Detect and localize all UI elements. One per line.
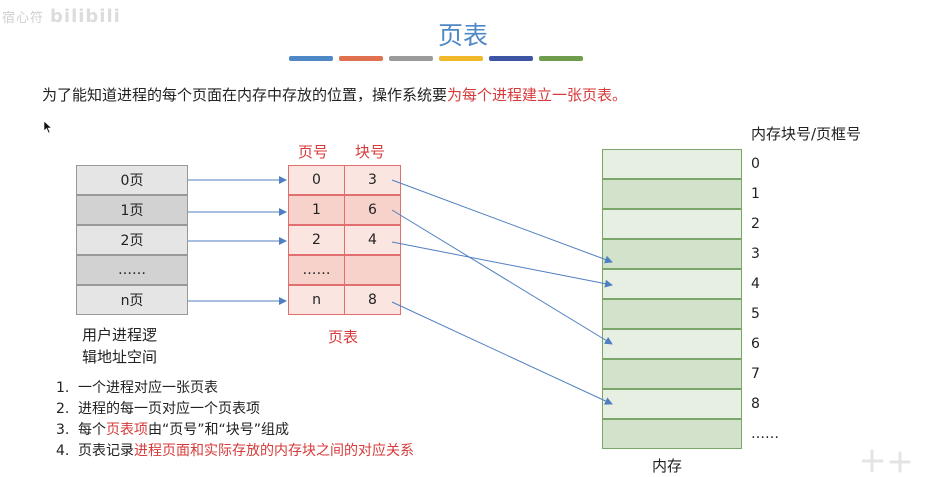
arrow-entry-to-block <box>391 209 613 345</box>
note-highlight: 进程页面和实际存放的内存块之间的对应关系 <box>134 443 414 459</box>
color-segment <box>289 56 333 61</box>
memory-block <box>602 179 742 209</box>
color-segment <box>539 56 583 61</box>
arrow-entry-to-block <box>391 241 613 288</box>
intro-text: 为了能知道进程的每个页面在内存中存放的位置，操作系统要为每个进程建立一张页表。 <box>42 84 627 105</box>
bilibili-logo: bilibili <box>50 6 121 27</box>
logical-page-row: 1页 <box>76 195 188 225</box>
memory-header: 内存块号/页框号 <box>751 125 862 143</box>
note-highlight: 页表项 <box>106 422 148 438</box>
note-text: 由“页号”和“块号”组成 <box>148 422 290 438</box>
memory-block-number: 2 <box>751 216 760 232</box>
logical-label-line: 辑地址空间 <box>82 348 158 366</box>
intro-highlight: 为每个进程建立一张页表。 <box>447 86 628 104</box>
mouse-cursor-icon <box>43 120 53 134</box>
color-segment <box>439 56 483 61</box>
memory-block <box>602 269 742 299</box>
arrow-entry-to-block <box>391 179 613 264</box>
note-number: 1. <box>56 380 70 396</box>
memory-block-number: 5 <box>751 306 760 322</box>
memory-label: 内存 <box>652 457 683 475</box>
page-table-block-cell: 3 <box>344 165 401 195</box>
note-text: 一个进程对应一张页表 <box>78 380 218 396</box>
page-table-block-cell: 4 <box>344 225 401 255</box>
notes-list: 1. 一个进程对应一张页表 2. 进程的每一页对应一个页表项 3. 每个页表项由“页号”和… <box>56 378 414 462</box>
memory-block <box>602 149 742 179</box>
logical-page-row: …… <box>76 255 188 285</box>
logical-page-row: n页 <box>76 285 188 315</box>
memory-block <box>602 299 742 329</box>
memory-block <box>602 329 742 359</box>
note-text: 页表记录 <box>78 443 134 459</box>
page-table-page-cell: 1 <box>288 195 345 225</box>
memory-block <box>602 359 742 389</box>
memory-block <box>602 239 742 269</box>
logical-label-line: 用户进程逻 <box>82 326 158 344</box>
note-item: 1. 一个进程对应一张页表 <box>56 378 414 399</box>
color-segment <box>389 56 433 61</box>
watermark: 宿心符 bilibili <box>2 6 121 27</box>
slide-title: 页表 <box>437 21 488 50</box>
memory-block-number: …… <box>751 426 779 442</box>
note-item: 3. 每个页表项由“页号”和“块号”组成 <box>56 420 414 441</box>
note-number: 4. <box>56 443 70 459</box>
logical-page-row: 2页 <box>76 225 188 255</box>
note-item: 2. 进程的每一页对应一个页表项 <box>56 399 414 420</box>
memory-block-number: 8 <box>751 396 760 412</box>
page-table-label: 页表 <box>328 328 359 346</box>
intro-prefix: 为了能知道进程的每个页面在内存中存放的位置，操作系统要 <box>42 86 448 104</box>
logical-page-row: 0页 <box>76 165 188 195</box>
page-table-block-cell: 8 <box>344 285 401 315</box>
memory-block <box>602 209 742 239</box>
memory-block-number: 3 <box>751 246 760 262</box>
note-item: 4. 页表记录进程页面和实际存放的内存块之间的对应关系 <box>56 441 414 462</box>
memory-block <box>602 389 742 419</box>
note-number: 2. <box>56 401 70 417</box>
page-number-header: 页号 <box>298 143 329 161</box>
note-text: 进程的每一页对应一个页表项 <box>78 401 260 417</box>
color-segment <box>339 56 383 61</box>
block-number-header: 块号 <box>355 143 386 161</box>
memory-block-number: 4 <box>751 276 760 292</box>
memory-block-number: 1 <box>751 186 760 202</box>
arrow-entry-to-block <box>391 301 613 405</box>
watermark-text: 宿心符 <box>2 11 45 26</box>
page-table-block-cell <box>344 255 401 285</box>
sparkle-icon <box>862 449 911 473</box>
memory-block-number: 0 <box>751 156 760 172</box>
page-table-page-cell: 2 <box>288 225 345 255</box>
memory-block <box>602 419 742 449</box>
memory-block-number: 6 <box>751 336 760 352</box>
title-color-bar <box>289 56 583 61</box>
logical-space-label: 用户进程逻 辑地址空间 <box>82 324 157 368</box>
page-table-page-cell: …… <box>288 255 345 285</box>
page-table-block-cell: 6 <box>344 195 401 225</box>
color-segment <box>489 56 533 61</box>
page-table-page-cell: 0 <box>288 165 345 195</box>
note-number: 3. <box>56 422 70 438</box>
note-text: 每个 <box>78 422 106 438</box>
memory-block-number: 7 <box>751 366 760 382</box>
